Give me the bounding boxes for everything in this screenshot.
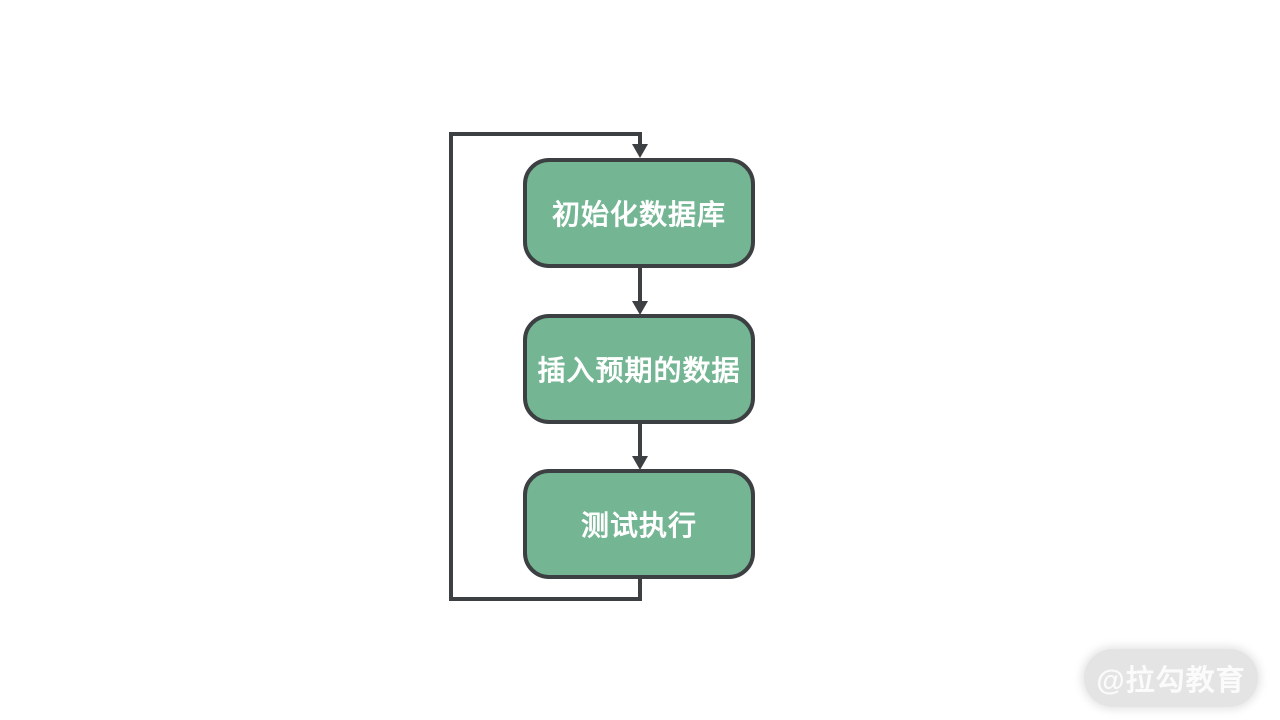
node-init-db: 初始化数据库: [523, 158, 755, 268]
watermark-label: @拉勾教育: [1096, 665, 1246, 697]
node-run-test: 测试执行: [523, 469, 755, 579]
node-run-test-label: 测试执行: [580, 510, 697, 541]
loop-back-arrowhead-icon: [632, 144, 648, 158]
arrowhead-insert-to-test-icon: [632, 456, 648, 470]
watermark-badge: @拉勾教育: [1084, 649, 1258, 707]
node-insert-data: 插入预期的数据: [523, 314, 755, 424]
arrowhead-init-to-insert-icon: [632, 301, 648, 315]
node-insert-data-label: 插入预期的数据: [537, 355, 741, 386]
node-init-db-label: 初始化数据库: [551, 199, 726, 230]
